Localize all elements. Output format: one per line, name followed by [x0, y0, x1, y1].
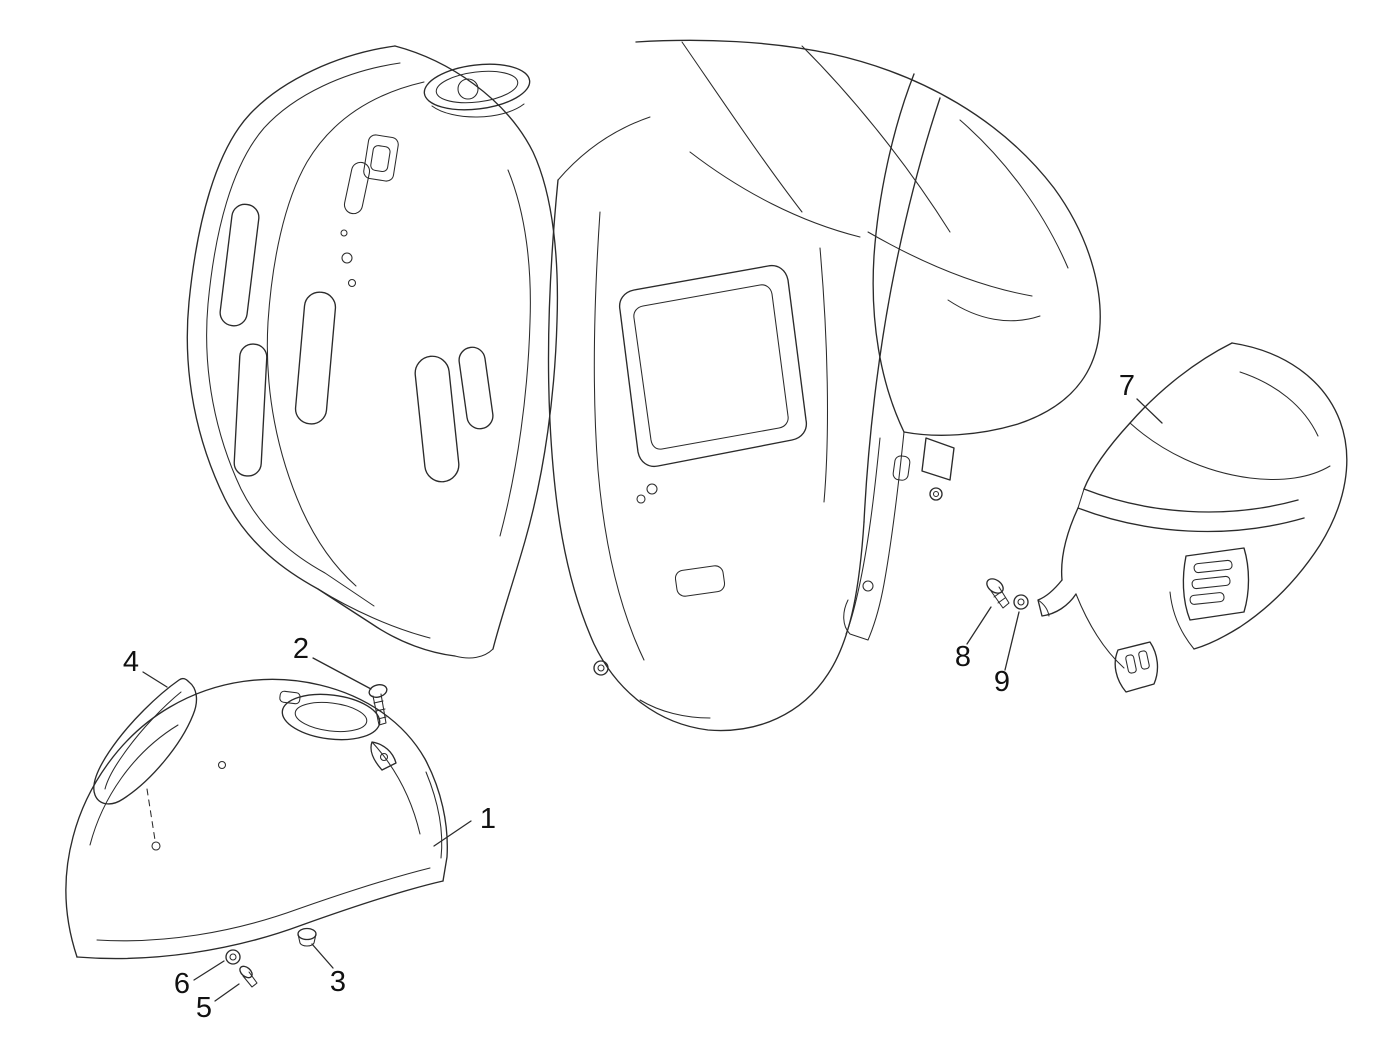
screw-8-drawing: [986, 578, 1010, 609]
callout-8: 8: [955, 606, 992, 673]
callout-5-label: 5: [196, 992, 212, 1024]
nut-3-drawing: [297, 927, 317, 947]
callout-3: 3: [311, 943, 346, 998]
callouts: 1 2 3 4 5 6 7: [123, 370, 1163, 1024]
callout-1-label: 1: [480, 803, 496, 835]
washer-6-drawing: [225, 949, 241, 965]
callout-7: 7: [1119, 370, 1163, 424]
screw-2-drawing: [368, 684, 388, 726]
callout-1: 1: [433, 803, 496, 847]
scooter-body-drawing: [186, 39, 1101, 732]
front-mudguard-drawing: [65, 678, 448, 960]
callout-2: 2: [293, 633, 372, 690]
bolt-5-drawing: [239, 965, 258, 988]
washer-9-drawing: [1013, 594, 1029, 610]
callout-6-label: 6: [174, 968, 190, 1000]
trim-piece-drawing: [93, 677, 198, 841]
callout-5: 5: [196, 983, 240, 1024]
callout-8-label: 8: [955, 641, 971, 673]
callout-2-label: 2: [293, 633, 309, 665]
callout-9: 9: [994, 611, 1020, 698]
rear-body-drawing: [635, 39, 1101, 641]
front-shield-drawing: [186, 45, 559, 659]
callout-7-label: 7: [1119, 370, 1135, 402]
hardware-drawing: [225, 578, 1029, 988]
callout-9-label: 9: [994, 666, 1010, 698]
callout-4: 4: [123, 646, 168, 688]
center-frame-drawing: [547, 97, 941, 732]
rear-mudguard-drawing: [1037, 342, 1348, 693]
callout-3-label: 3: [330, 966, 346, 998]
callout-4-label: 4: [123, 646, 139, 678]
callout-6: 6: [174, 960, 225, 1000]
